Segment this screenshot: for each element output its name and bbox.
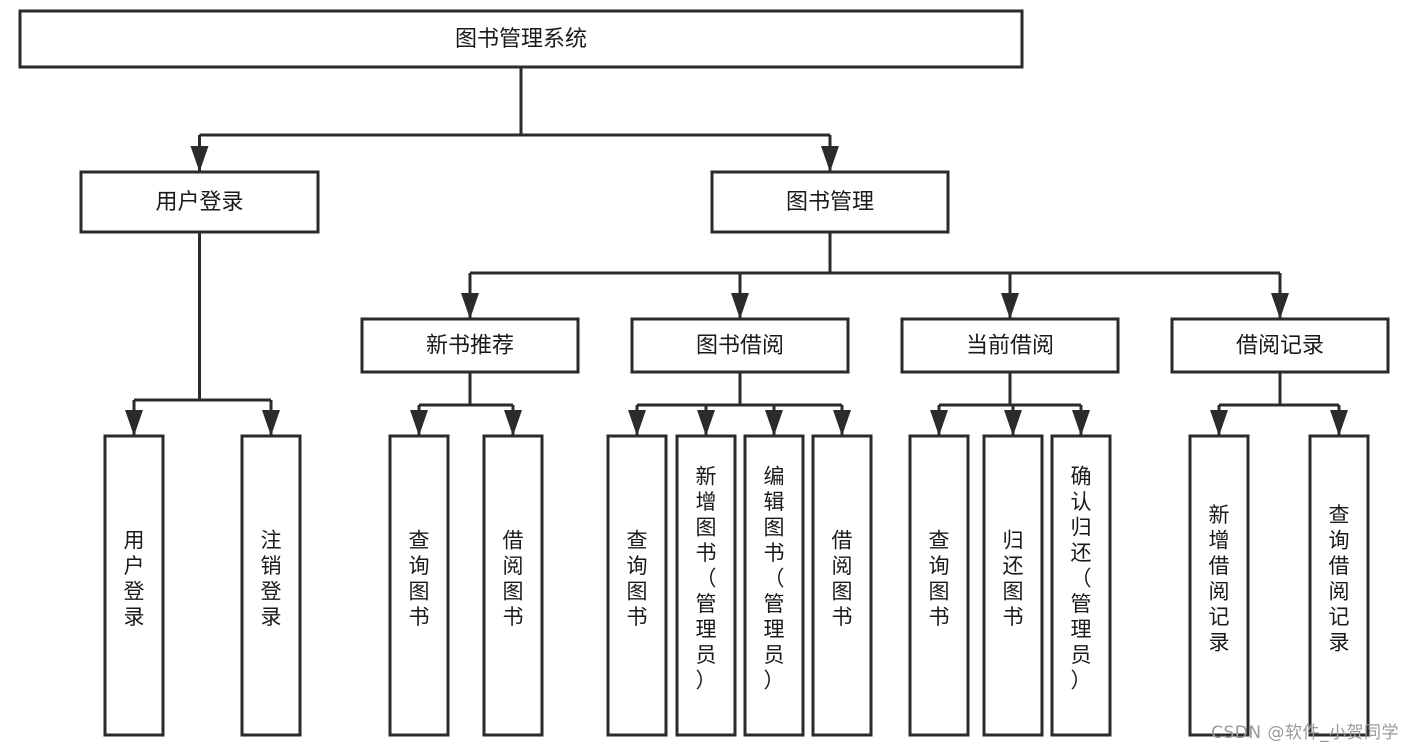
node-box bbox=[908, 434, 970, 737]
node-box bbox=[710, 170, 950, 234]
node-label: 新增借阅记录 bbox=[1209, 503, 1230, 655]
arrow-head-icon bbox=[628, 410, 646, 436]
arrow-head-icon bbox=[461, 293, 479, 319]
node-label: 新书推荐 bbox=[426, 334, 514, 359]
node-box bbox=[743, 434, 805, 737]
arrow-head-icon bbox=[1210, 410, 1228, 436]
arrow-head-icon bbox=[697, 410, 715, 436]
leaf-node-leaf-confirm-return-admin[interactable]: 确认归还（管理员） bbox=[1050, 434, 1112, 737]
arrow-head-icon bbox=[765, 410, 783, 436]
module-node-user-login[interactable]: 用户登录 bbox=[79, 170, 320, 234]
node-box bbox=[388, 434, 450, 737]
node-label: 查询图书 bbox=[627, 528, 648, 629]
node-label: 注销登录 bbox=[261, 528, 282, 629]
arrow-head-icon bbox=[821, 146, 839, 172]
submodule-node-new-book-recommend[interactable]: 新书推荐 bbox=[360, 317, 580, 374]
node-box bbox=[982, 434, 1044, 737]
edges-layer bbox=[125, 67, 1348, 436]
arrow-head-icon bbox=[731, 293, 749, 319]
leaf-node-leaf-user-login[interactable]: 用户登录 bbox=[103, 434, 165, 737]
leaf-node-leaf-query-book-current[interactable]: 查询图书 bbox=[908, 434, 970, 737]
node-box bbox=[1188, 434, 1250, 737]
arrow-head-icon bbox=[262, 410, 280, 436]
arrow-head-icon bbox=[1271, 293, 1289, 319]
node-box bbox=[1170, 317, 1390, 374]
arrow-head-icon bbox=[410, 410, 428, 436]
node-box bbox=[103, 434, 165, 737]
node-label: 图书借阅 bbox=[696, 334, 784, 359]
node-label: 归还图书 bbox=[1003, 528, 1024, 629]
leaf-node-leaf-borrow-book[interactable]: 借阅图书 bbox=[811, 434, 873, 737]
arrow-head-icon bbox=[125, 410, 143, 436]
node-box bbox=[79, 170, 320, 234]
leaf-node-leaf-query-book-recommend[interactable]: 查询图书 bbox=[388, 434, 450, 737]
node-label: 借阅图书 bbox=[832, 528, 853, 629]
arrow-head-icon bbox=[1001, 293, 1019, 319]
leaf-node-leaf-query-borrow-record[interactable]: 查询借阅记录 bbox=[1308, 434, 1370, 737]
arrow-head-icon bbox=[1330, 410, 1348, 436]
leaf-node-leaf-edit-book-admin[interactable]: 编辑图书（管理员） bbox=[743, 434, 805, 737]
node-box bbox=[482, 434, 544, 737]
node-box bbox=[1050, 434, 1112, 737]
submodule-node-book-borrow[interactable]: 图书借阅 bbox=[630, 317, 850, 374]
arrow-head-icon bbox=[504, 410, 522, 436]
node-label: 查询图书 bbox=[409, 528, 430, 629]
leaf-node-leaf-logout[interactable]: 注销登录 bbox=[240, 434, 302, 737]
arrow-head-icon bbox=[190, 146, 209, 172]
node-label: 借阅图书 bbox=[503, 528, 524, 629]
node-box bbox=[900, 317, 1120, 374]
leaf-node-leaf-return-book[interactable]: 归还图书 bbox=[982, 434, 1044, 737]
node-label: 查询图书 bbox=[929, 528, 950, 629]
node-box bbox=[811, 434, 873, 737]
nodes-layer: 图书管理系统用户登录图书管理新书推荐图书借阅当前借阅借阅记录用户登录注销登录查询… bbox=[18, 9, 1390, 737]
leaf-node-leaf-add-book-admin[interactable]: 新增图书（管理员） bbox=[675, 434, 737, 737]
node-label: 借阅记录 bbox=[1236, 334, 1324, 359]
node-label: 新增图书（管理员） bbox=[696, 465, 717, 693]
submodule-node-current-borrow[interactable]: 当前借阅 bbox=[900, 317, 1120, 374]
arrow-head-icon bbox=[930, 410, 948, 436]
leaf-node-leaf-borrow-book-recommend[interactable]: 借阅图书 bbox=[482, 434, 544, 737]
module-node-book-management[interactable]: 图书管理 bbox=[710, 170, 950, 234]
arrow-head-icon bbox=[1004, 410, 1022, 436]
arrow-head-icon bbox=[833, 410, 851, 436]
node-label: 图书管理系统 bbox=[455, 27, 587, 52]
node-label: 查询借阅记录 bbox=[1329, 503, 1350, 655]
root-node-root[interactable]: 图书管理系统 bbox=[18, 9, 1024, 69]
node-box bbox=[675, 434, 737, 737]
node-label: 确认归还（管理员） bbox=[1071, 465, 1092, 693]
node-box bbox=[18, 9, 1024, 69]
node-box bbox=[360, 317, 580, 374]
node-label: 图书管理 bbox=[786, 190, 874, 215]
node-box bbox=[630, 317, 850, 374]
node-label: 用户登录 bbox=[155, 190, 243, 215]
submodule-node-borrow-record[interactable]: 借阅记录 bbox=[1170, 317, 1390, 374]
node-label: 用户登录 bbox=[124, 528, 145, 629]
arrow-head-icon bbox=[1072, 410, 1090, 436]
node-label: 编辑图书（管理员） bbox=[764, 465, 785, 693]
leaf-node-leaf-query-book-borrow[interactable]: 查询图书 bbox=[606, 434, 668, 737]
node-label: 当前借阅 bbox=[966, 334, 1054, 359]
node-box bbox=[606, 434, 668, 737]
node-box bbox=[1308, 434, 1370, 737]
leaf-node-leaf-add-borrow-record[interactable]: 新增借阅记录 bbox=[1188, 434, 1250, 737]
node-box bbox=[240, 434, 302, 737]
